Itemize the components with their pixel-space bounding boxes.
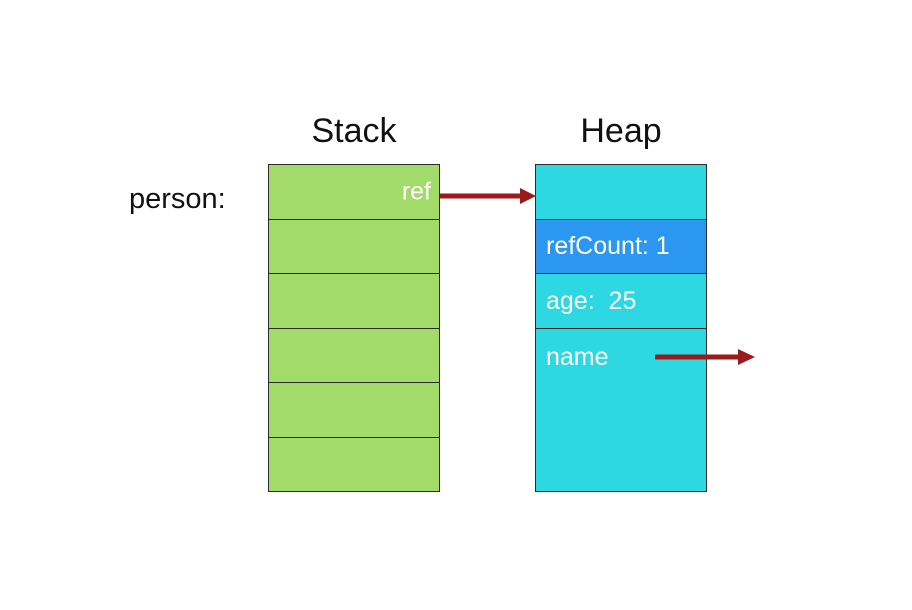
stack-cell-empty <box>269 328 439 383</box>
heap-cell-label: refCount: 1 <box>546 232 670 260</box>
stack-cell-empty <box>269 437 439 491</box>
stack-cell-empty <box>269 219 439 274</box>
person-variable-label: person: <box>129 183 226 215</box>
stack-cell-empty <box>269 274 439 329</box>
heap-cell-header <box>536 165 706 220</box>
stack-title: Stack <box>311 112 397 150</box>
heap-cell-label: name <box>546 343 609 371</box>
name-pointer-arrow-icon <box>655 349 755 365</box>
stack-cell-label: ref <box>401 177 431 206</box>
heap-object-box: refCount: 1 age: 25 name <box>535 164 707 492</box>
heap-cell-label: age: 25 <box>546 286 637 315</box>
stack-cell-empty <box>269 383 439 438</box>
stack-box: ref <box>268 164 440 492</box>
heap-cell-age: age: 25 <box>536 274 706 329</box>
heap-title: Heap <box>580 112 662 150</box>
ref-to-heap-arrow-icon <box>440 188 536 204</box>
stack-cell-ref: ref <box>269 165 439 220</box>
heap-cell-refcount: refCount: 1 <box>536 220 706 274</box>
